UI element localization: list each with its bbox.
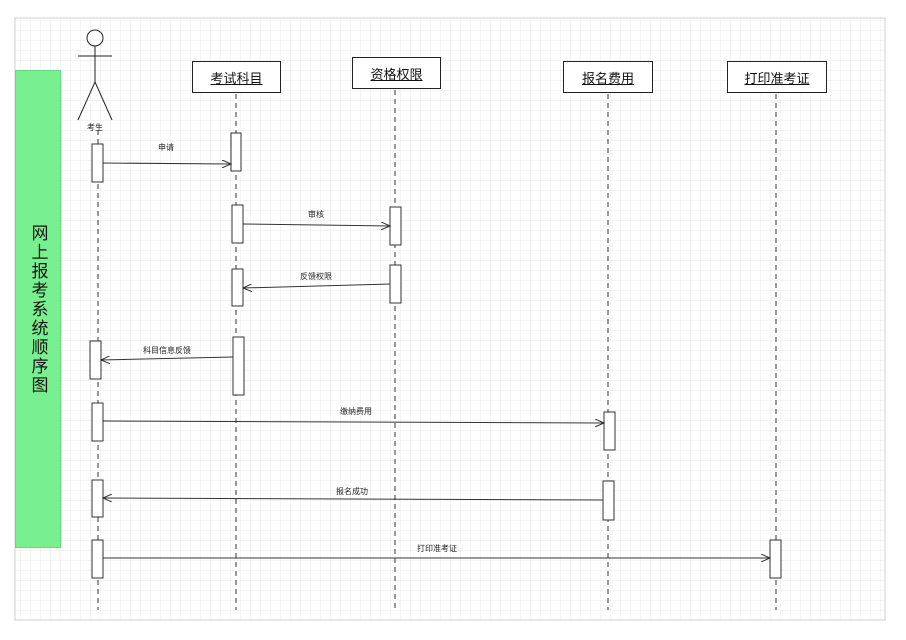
grid-background	[14, 17, 886, 621]
message-label-print-ticket: 打印准考证	[417, 544, 457, 553]
diagram-title: 网上报考系统顺序图	[27, 223, 48, 395]
message-arrow-subject-info	[101, 357, 234, 360]
message-label-subject-info: 科目信息反馈	[143, 346, 191, 355]
message-arrows	[101, 163, 770, 558]
lifelines	[97, 90, 777, 610]
participant-print-ticket: 打印准考证	[727, 61, 827, 93]
activation-box	[91, 539, 104, 579]
message-arrow-apply	[102, 163, 231, 164]
participant-qualification: 资格权限	[352, 57, 441, 89]
message-label-review: 审核	[308, 210, 324, 219]
activation-box	[231, 268, 244, 307]
activation-box	[389, 264, 402, 304]
message-arrow-pay-fee	[102, 421, 604, 423]
activation-box	[602, 480, 615, 521]
message-arrow-permission-feedback	[243, 283, 391, 288]
activation-box	[91, 143, 104, 183]
activation-box	[230, 132, 242, 172]
activation-box	[603, 411, 616, 451]
message-label-registered: 报名成功	[336, 487, 368, 496]
message-label-permission-feedback: 反馈权限	[300, 272, 332, 281]
activation-box	[91, 479, 104, 518]
activation-box	[232, 336, 245, 396]
participant-exam-subject: 考试科目	[192, 61, 281, 93]
participant-registration-fee: 报名费用	[563, 61, 653, 93]
activation-box	[91, 402, 104, 442]
activation-box	[389, 206, 402, 246]
message-label-apply: 申请	[158, 143, 174, 152]
activation-box	[231, 204, 244, 244]
actor-label: 考生	[87, 123, 103, 132]
actor-figure	[77, 29, 113, 121]
message-arrow-registered	[103, 498, 604, 500]
message-label-pay-fee: 缴纳费用	[340, 407, 372, 416]
activation-box	[89, 340, 102, 380]
diagram-title-bar: 网上报考系统顺序图	[15, 70, 61, 548]
activation-box	[769, 539, 782, 579]
message-arrow-review	[242, 224, 390, 226]
activation-boxes	[89, 132, 782, 579]
